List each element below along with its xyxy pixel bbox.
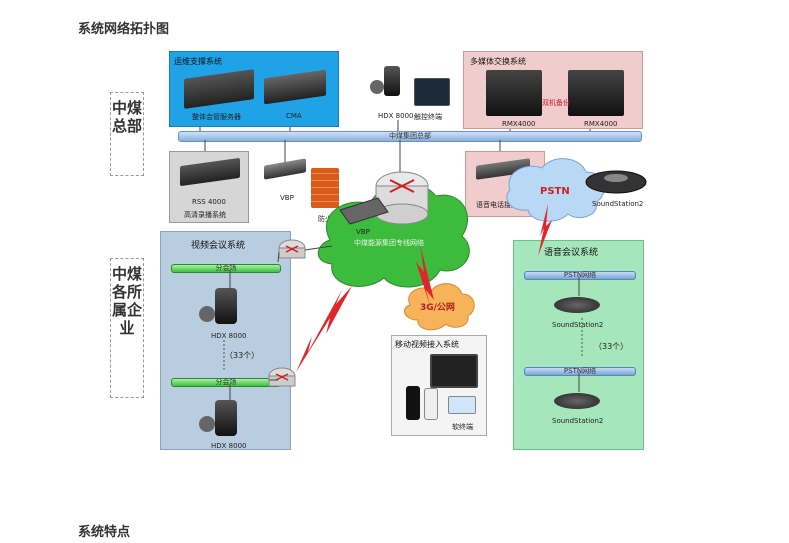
soft-client-label: 软终端 [452,423,473,431]
side-label-headquarters: 中煤总部 [110,92,144,176]
codec-icon [384,66,400,96]
tablet-icon [430,354,478,388]
mobile-access-box: 移动视频接入系统 软终端 [391,335,487,436]
laptop-icon [448,396,476,414]
pstn-network-bar: PSTN网络 [524,367,636,376]
backbone-label: 中煤集团总部 [389,132,431,140]
conference-phone-icon [554,297,600,313]
ops-device1-label: 整体会管服务器 [192,113,241,121]
rmx2-label: RMX4000 [584,120,618,128]
multimedia-exchange-box: 多媒体交换系统 双机备份 RMX4000 RMX4000 [463,51,643,129]
ss2-label: SoundStation2 [552,417,604,425]
private-network-label: 中煤能源集团专线网络 [354,239,424,247]
ops-support-box: 运维支撑系统 整体会管服务器 CMA [169,51,339,127]
vbp-center-icon [339,197,389,225]
hdx2-label: HDX 8000 [211,442,247,450]
firewall-icon [311,168,339,208]
mobile-network-label: 3G/公网 [420,303,455,313]
mobile-access-title: 移动视频接入系统 [395,340,459,349]
camera-icon [370,80,384,94]
pstn-cloud-label: PSTN [540,186,570,197]
touch-panel-label: 触控终端 [414,113,442,121]
voice-conference-box: 语音会议系统 PSTN网络 SoundStation2 （33个） PSTN网络… [513,240,644,450]
hdx-top-label: HDX 8000 [378,112,414,120]
pstn-net1-label: PSTN网络 [563,271,597,279]
branch-network-bar: 分会场 [171,264,281,273]
vbp-center-label: VBP [356,228,370,236]
rss-name-label: RSS 4000 [192,198,226,206]
router-icon [268,367,296,387]
router-icon [278,239,306,259]
vbp-left-label: VBP [280,194,294,202]
recording-box: RSS 4000 高清录播系统 [169,151,249,223]
soundstation-top-label: SoundStation2 [592,200,644,208]
touch-panel-icon [414,78,450,106]
backbone-network-bar: 中煤集团总部 [178,131,642,142]
voice-count-label: （33个） [594,342,629,351]
pstn-net2-label: PSTN网络 [563,367,597,375]
hdx1-label: HDX 8000 [211,332,247,340]
ss1-label: SoundStation2 [552,321,604,329]
backup-label: 双机备份 [542,99,570,107]
conference-phone-icon [554,393,600,409]
side-label-subsidiaries: 中煤各所属企业 [110,258,144,398]
codec-icon [215,288,237,324]
phone-icon [406,386,420,420]
heading-topology: 系统网络拓扑图 [78,22,170,37]
codec-icon [215,400,237,436]
pstn-network-bar: PSTN网络 [524,271,636,280]
pstn-cloud [506,158,605,222]
rss-title-label: 高清录播系统 [184,211,226,219]
branch1-label: 分会场 [215,264,237,272]
multimedia-exchange-title: 多媒体交换系统 [470,57,526,66]
video-conference-box: 视频会议系统 分会场 HDX 8000 （33个） 分会场 HDX 8000 [160,231,291,450]
mcu-icon [568,70,624,116]
camera-icon [199,416,215,432]
rmx1-label: RMX4000 [502,120,536,128]
ops-support-title: 运维支撑系统 [174,57,222,66]
camera-icon [199,306,215,322]
heading-features: 系统特点 [78,525,131,540]
video-count-label: （33个） [225,351,260,360]
branch2-label: 分会场 [215,378,237,386]
ops-device2-label: CMA [286,112,302,120]
lightning-bolt [416,244,434,306]
phone-icon [424,388,438,420]
lightning-bolt [296,286,352,372]
mcu-icon [486,70,542,116]
voice-conference-title: 语音会议系统 [544,248,599,258]
lightning-bolt [538,204,552,256]
video-conference-title: 视频会议系统 [191,241,246,251]
pstn-gateway-label: 语音电话接入网关 [476,201,532,209]
mobile-network-cloud [403,283,475,331]
